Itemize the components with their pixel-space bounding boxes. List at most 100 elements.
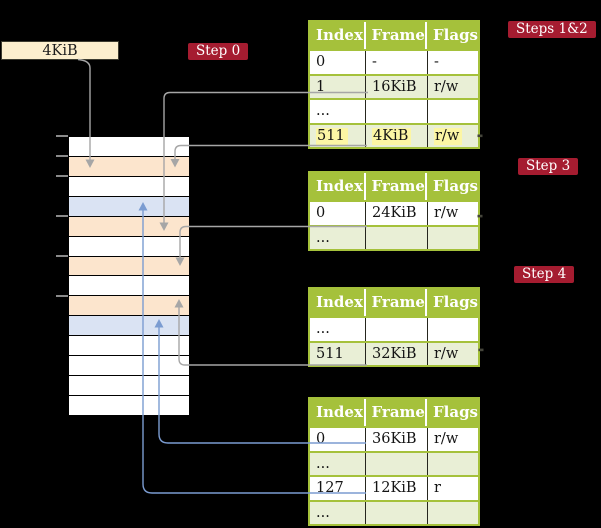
table-cell: -	[428, 51, 478, 74]
table-cell: 24KiB	[366, 202, 428, 225]
table-row: ...	[310, 450, 478, 476]
table-header-cell: Index	[310, 22, 366, 49]
table-cell: 4KiB	[366, 124, 428, 147]
table-cell: r/w	[428, 76, 478, 99]
table-cell: 0	[310, 428, 366, 451]
memory-frame-row	[69, 296, 189, 317]
table-cell-text: 16KiB	[372, 78, 417, 95]
table-cell	[428, 502, 478, 525]
table-cell: ...	[310, 226, 366, 249]
physical-memory-column	[68, 136, 190, 416]
table-cell-text: 511	[316, 127, 348, 145]
table-cell-text: -	[434, 54, 439, 70]
table-row: 0 36KiB r/w	[310, 426, 478, 451]
table-header-cell: Frame	[366, 22, 427, 49]
table-cell-text: 32KiB	[372, 345, 417, 362]
table-cell-text: ...	[316, 504, 330, 521]
table-cell	[366, 318, 428, 341]
table-header-cell: Index	[310, 289, 366, 316]
badge-step-0: Step 0	[188, 43, 249, 60]
table-row: 0--	[310, 49, 478, 74]
table-row: ...	[310, 98, 478, 123]
memory-frame-row	[69, 236, 189, 257]
table-cell: r/w	[428, 428, 478, 451]
table-header-cell: Flags	[433, 403, 478, 421]
table-cell-text: 1	[316, 78, 326, 95]
table-cell: r/w	[428, 202, 478, 225]
badge-steps-1-2-label: Steps 1&2	[516, 21, 588, 37]
table-cell: ...	[310, 100, 366, 123]
table-row: 511 4KiB r/w	[310, 122, 478, 147]
table-cell-text: ...	[316, 321, 330, 337]
table-cell: -	[366, 51, 428, 74]
memory-frame-row	[69, 216, 189, 237]
table-cell: ...	[310, 318, 366, 341]
table-cell: ...	[310, 452, 366, 475]
memory-address-ticks	[56, 135, 68, 418]
table-cell: 1	[310, 75, 366, 98]
memory-frame-row	[69, 276, 189, 297]
table-cell-text: 0	[316, 205, 326, 221]
table-cell: r/w	[428, 343, 478, 366]
table-cell	[366, 226, 428, 249]
table-cell-text: 127	[316, 480, 344, 496]
badge-step-0-label: Step 0	[196, 43, 241, 59]
table-cell-text: 0	[316, 431, 326, 447]
table-header-cell: Frame	[366, 399, 427, 426]
table-cell: 511	[310, 124, 366, 147]
address-tick	[56, 155, 68, 157]
table-cell-text: 36KiB	[372, 431, 417, 447]
table-cell-text: 511	[316, 345, 344, 362]
memory-frame-row	[69, 395, 189, 415]
table-cell: 0	[310, 202, 366, 225]
memory-frame-row	[69, 196, 189, 217]
address-tick	[56, 295, 68, 297]
table-cell-text: 12KiB	[372, 480, 417, 496]
table-cell-text: ...	[316, 455, 330, 472]
table-header-cell: Frame	[366, 289, 427, 316]
table-header-cell: Index	[310, 399, 366, 426]
address-tick	[56, 175, 68, 177]
table-cell	[366, 452, 428, 475]
table-cell-text: -	[372, 54, 377, 70]
table-row: ...	[310, 224, 478, 250]
table-cell: 32KiB	[366, 342, 428, 365]
table-cell-text: 24KiB	[372, 205, 417, 221]
memory-frame-row	[69, 156, 189, 177]
table-header-cell: Frame	[366, 173, 427, 200]
table-cell	[366, 100, 428, 123]
memory-frame-row	[69, 256, 189, 277]
table-cell	[428, 453, 478, 476]
table-cell-text: r/w	[434, 127, 463, 145]
table-cell: 16KiB	[366, 75, 428, 98]
table-cell-text: ...	[316, 229, 330, 246]
memory-frame-row	[69, 176, 189, 197]
table-cell	[428, 227, 478, 250]
memory-frame-row	[69, 356, 189, 377]
table-cell	[428, 318, 478, 341]
badge-step-4: Step 4	[514, 266, 575, 283]
table-row: ...	[310, 316, 478, 341]
table-cell-text: r/w	[434, 78, 459, 95]
frame-size-label-box: 4KiB	[1, 41, 119, 60]
table-cell: 12KiB	[366, 477, 428, 500]
table-cell-text: ...	[316, 103, 330, 119]
table-row: ...	[310, 499, 478, 525]
table-cell: ...	[310, 501, 366, 524]
memory-frame-row	[69, 137, 189, 157]
table-cell	[428, 100, 478, 123]
table-header-cell: Flags	[433, 177, 478, 195]
table-cell-text: r/w	[434, 205, 459, 221]
table-header-cell: Flags	[433, 293, 478, 311]
memory-frame-row	[69, 336, 189, 357]
memory-frame-row	[69, 316, 189, 337]
badge-step-3: Step 3	[518, 158, 579, 175]
